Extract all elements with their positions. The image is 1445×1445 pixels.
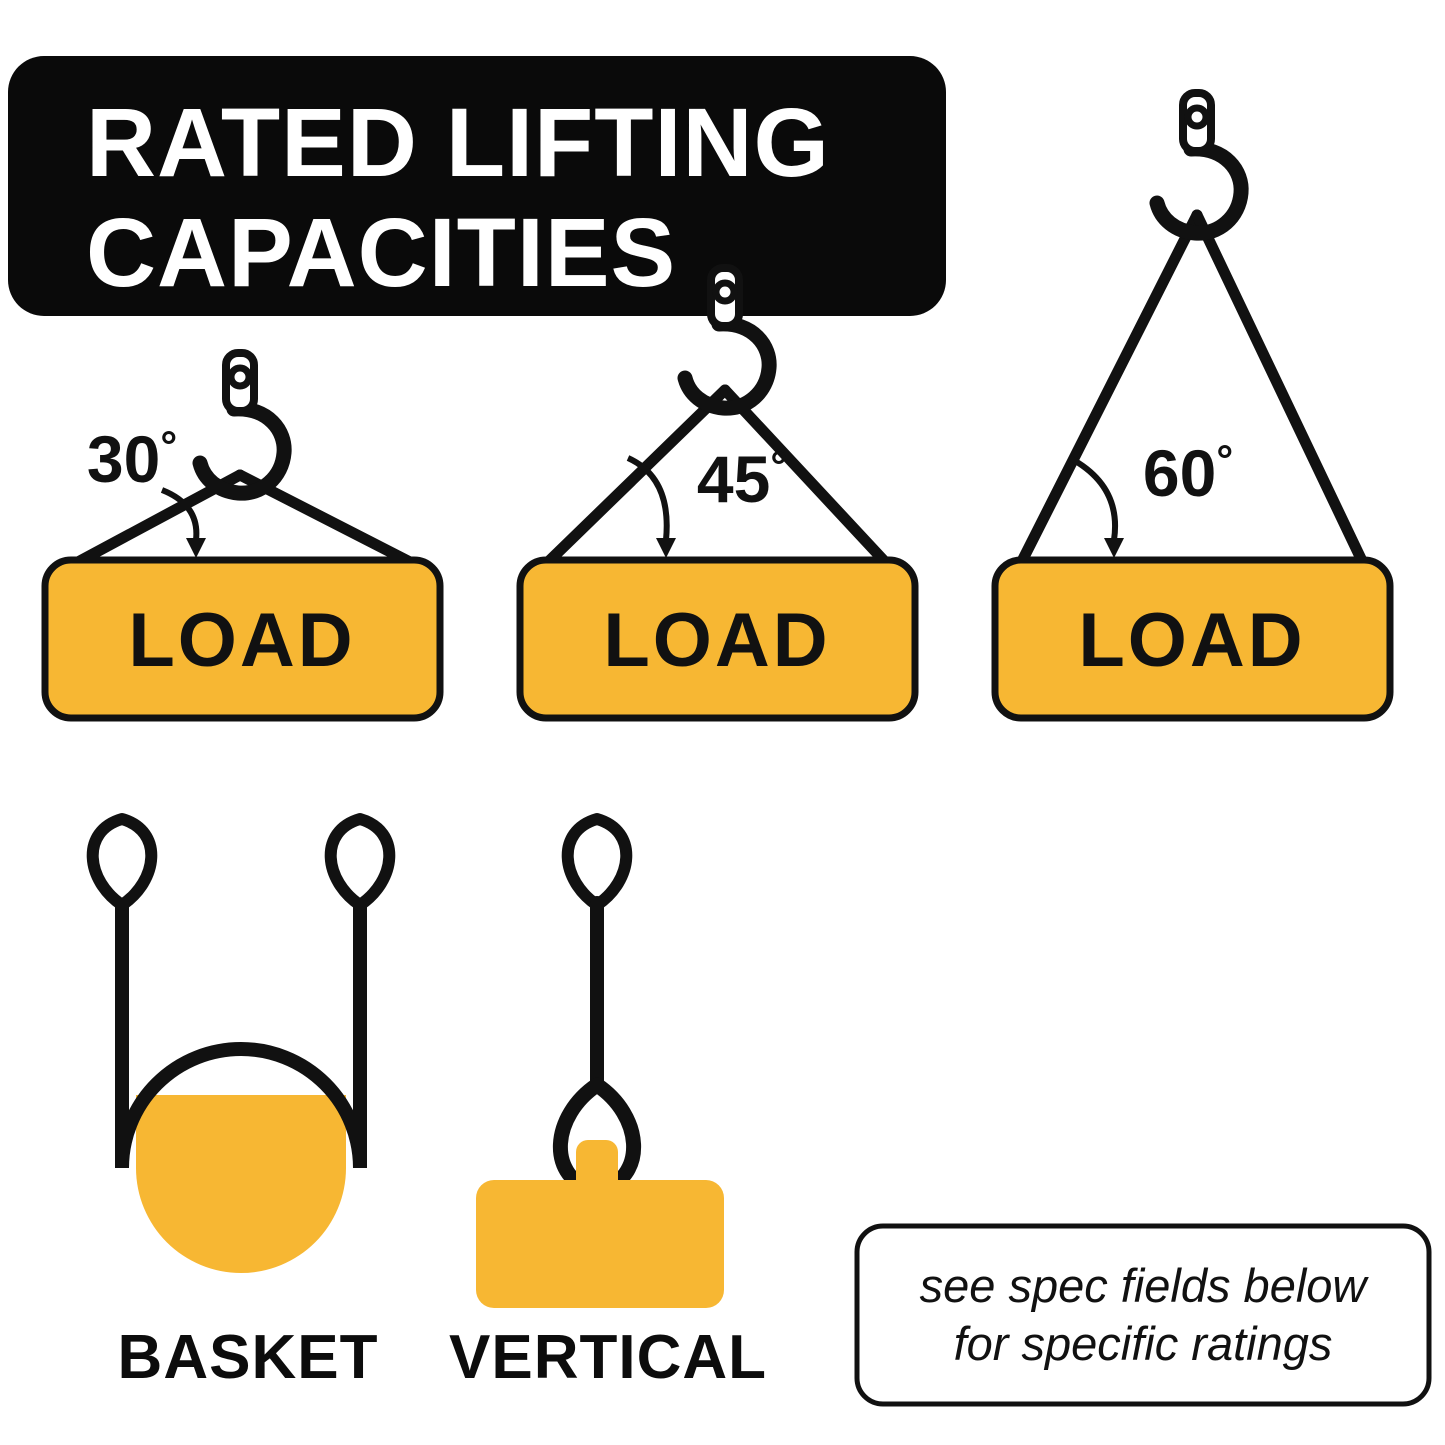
vertical-hitch-diagram: VERTICAL — [449, 819, 767, 1392]
sling-leg-right — [1191, 209, 1370, 571]
sling-diagram-60: LOAD 60° — [991, 93, 1394, 722]
angle-label: 30° — [87, 422, 177, 496]
angle-arrowhead-icon — [1104, 538, 1124, 558]
eye-loop-icon — [93, 819, 152, 905]
basket-label: BASKET — [118, 1323, 379, 1392]
degree-symbol: ° — [160, 422, 177, 469]
angle-value: 45 — [697, 442, 770, 516]
basket-hitch-diagram: BASKET — [93, 819, 390, 1392]
page-title-line-1: RATED LIFTING — [86, 88, 830, 197]
load-box — [516, 556, 919, 722]
degree-symbol: ° — [770, 442, 787, 489]
load-box — [991, 556, 1394, 722]
note-line-1: see spec fields below — [920, 1259, 1370, 1312]
load-label: LOAD — [603, 598, 830, 683]
load-label: LOAD — [1078, 598, 1305, 683]
basket-load-fill — [136, 1095, 346, 1273]
vertical-load-box — [476, 1180, 724, 1308]
angle-arrow-icon — [626, 455, 670, 541]
angle-label: 60° — [1143, 436, 1233, 510]
angle-value: 60 — [1143, 436, 1216, 510]
sling-diagram-45: LOAD 45° — [516, 268, 919, 722]
angle-label: 45° — [697, 442, 787, 516]
angle-value: 30 — [87, 422, 160, 496]
page-title-line-2: CAPACITIES — [86, 198, 676, 307]
eye-loop-icon — [568, 819, 627, 905]
angle-arrowhead-icon — [186, 538, 206, 558]
angle-arrowhead-icon — [656, 538, 676, 558]
sling-leg-left — [1014, 209, 1203, 571]
load-box — [41, 556, 444, 722]
header: RATED LIFTING CAPACITIES — [8, 56, 946, 316]
angle-arrow-icon — [1068, 455, 1118, 541]
load-label: LOAD — [128, 598, 355, 683]
note-line-2: for specific ratings — [954, 1317, 1333, 1370]
basket-sling-icon — [115, 896, 367, 1169]
note-box-border — [854, 1223, 1432, 1407]
angle-arrow-icon — [160, 487, 200, 541]
note-box: see spec fields below for specific ratin… — [854, 1223, 1432, 1407]
header-background — [8, 56, 946, 316]
degree-symbol: ° — [1216, 436, 1233, 483]
sling-leg-right — [719, 384, 894, 571]
sling-diagram-30: LOAD 30° — [41, 353, 444, 722]
vertical-label: VERTICAL — [449, 1323, 767, 1392]
sling-leg-left — [539, 384, 731, 571]
eye-loop-icon — [331, 819, 390, 905]
